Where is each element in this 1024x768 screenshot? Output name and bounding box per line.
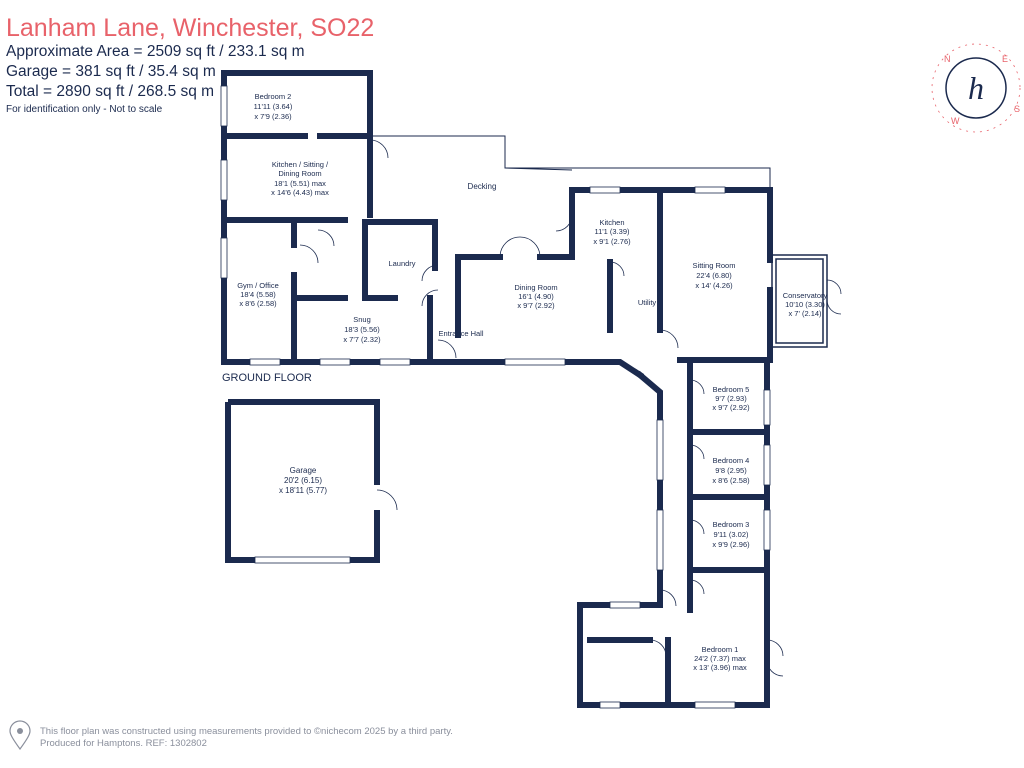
garage-name: Garage xyxy=(290,466,317,475)
bedroom1-name: Bedroom 1 xyxy=(702,645,739,654)
footer: This floor plan was constructed using me… xyxy=(40,726,453,750)
utility-name: Utility xyxy=(638,298,657,307)
laundry-name: Laundry xyxy=(388,259,415,268)
compass-s: S xyxy=(1014,104,1020,114)
disclaimer-note: For identification only - Not to scale xyxy=(6,104,163,115)
entrance-name: Entrance Hall xyxy=(438,329,483,338)
kitchen-d2: x 9'1 (2.76) xyxy=(593,237,631,246)
doors xyxy=(299,139,842,677)
bedroom4-d2: x 8'6 (2.58) xyxy=(712,476,750,485)
svg-text:h: h xyxy=(968,70,984,106)
bedroom2-d2: x 7'9 (2.36) xyxy=(254,112,292,121)
dining-name: Dining Room xyxy=(514,283,557,292)
decking-outline xyxy=(370,135,771,190)
kitchen-d1: 11'1 (3.39) xyxy=(594,227,630,236)
bedroom4-d1: 9'8 (2.95) xyxy=(715,466,747,475)
room-labels: Bedroom 2 11'11 (3.64) x 7'9 (2.36) Kitc… xyxy=(237,92,827,672)
bedroom2-name: Bedroom 2 xyxy=(255,92,292,101)
kitchen-sitting-d1: 18'1 (5.51) max xyxy=(274,179,326,188)
property-title: Lanham Lane, Winchester, SO22 xyxy=(6,14,375,42)
bedroom2-d1: 11'11 (3.64) xyxy=(254,102,293,111)
snug-d1: 18'3 (5.56) xyxy=(344,325,380,334)
footer-line1: This floor plan was constructed using me… xyxy=(40,726,453,737)
footer-line2: Produced for Hamptons. REF: 1302802 xyxy=(40,738,207,749)
compass-logo-icon: h N E S W xyxy=(931,43,1021,133)
floor-label: GROUND FLOOR xyxy=(222,372,312,384)
location-pin-icon xyxy=(9,720,31,751)
sitting-d1: 22'4 (6.80) xyxy=(696,271,732,280)
gym-d2: x 8'6 (2.58) xyxy=(239,299,277,308)
bedroom5-d1: 9'7 (2.93) xyxy=(715,394,747,403)
sitting-name: Sitting Room xyxy=(693,261,736,270)
garage-door xyxy=(254,556,351,564)
dining-d2: x 9'7 (2.92) xyxy=(517,301,555,310)
snug-name: Snug xyxy=(353,315,371,324)
windows xyxy=(220,85,771,709)
sitting-d2: x 14' (4.26) xyxy=(695,281,733,290)
bedroom5-d2: x 9'7 (2.92) xyxy=(712,403,750,412)
conservatory-d1: 10'10 (3.30) xyxy=(785,300,825,309)
garage-area: Garage = 381 sq ft / 35.4 sq m xyxy=(6,63,216,80)
bedroom1-d2: x 13' (3.96) max xyxy=(693,663,747,672)
bedroom1-d1: 24'2 (7.37) max xyxy=(694,654,746,663)
total-area: Total = 2890 sq ft / 268.5 sq m xyxy=(6,83,215,100)
kitchen-name: Kitchen xyxy=(599,218,624,227)
conservatory-d2: x 7' (2.14) xyxy=(788,309,822,318)
header: Lanham Lane, Winchester, SO22 Approximat… xyxy=(6,14,374,115)
bedroom4-name: Bedroom 4 xyxy=(713,456,750,465)
conservatory-name: Conservatory xyxy=(783,291,828,300)
dining-d1: 16'1 (4.90) xyxy=(518,292,554,301)
garage-side-door xyxy=(376,489,398,511)
approx-area: Approximate Area = 2509 sq ft / 233.1 sq… xyxy=(6,43,305,60)
garage-d2: x 18'11 (5.77) xyxy=(279,486,327,495)
garage-d1: 20'2 (6.15) xyxy=(284,476,322,485)
kitchen-sitting-name: Kitchen / Sitting / xyxy=(272,160,329,169)
kitchen-sitting-d2: x 14'6 (4.43) max xyxy=(271,188,329,197)
compass-e: E xyxy=(1002,54,1008,64)
kitchen-sitting-name2: Dining Room xyxy=(278,169,321,178)
bedroom3-name: Bedroom 3 xyxy=(713,520,750,529)
compass-w: W xyxy=(951,116,960,126)
gym-name: Gym / Office xyxy=(237,281,279,290)
compass-n: N xyxy=(944,54,951,64)
decking-name: Decking xyxy=(468,182,497,191)
bedroom3-d1: 9'11 (3.02) xyxy=(713,530,749,539)
snug-d2: x 7'7 (2.32) xyxy=(343,335,381,344)
bedroom5-name: Bedroom 5 xyxy=(713,385,750,394)
gym-d1: 18'4 (5.58) xyxy=(240,290,276,299)
bedroom3-d2: x 9'9 (2.96) xyxy=(712,540,750,549)
